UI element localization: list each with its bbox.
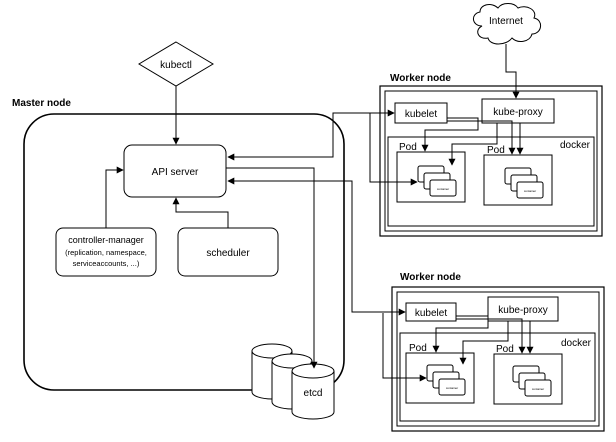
api-server-label: API server xyxy=(152,167,199,178)
internet-label: Internet xyxy=(489,16,523,27)
master-connectors xyxy=(105,86,318,369)
worker-2-connectors xyxy=(382,313,534,382)
worker-node-1-title: Worker node xyxy=(390,73,451,84)
kubectl-label: kubectl xyxy=(160,60,192,71)
worker-2-pod-2-container-label: container xyxy=(532,387,544,391)
controller-manager-label: controller-manager xyxy=(68,235,144,245)
controller-manager-detail-2: serviceaccounts, ...) xyxy=(73,259,140,268)
api-kubelet-connectors xyxy=(227,109,406,316)
worker-1-kubelet-label: kubelet xyxy=(405,109,437,120)
scheduler-label: scheduler xyxy=(206,248,250,259)
worker-2-kube-proxy-label: kube-proxy xyxy=(498,305,547,316)
worker-2-pod-2-containers: container xyxy=(512,365,552,397)
worker-2-pod-1-label: Pod xyxy=(409,343,427,354)
worker-1-pod-2-containers: container xyxy=(504,167,544,199)
etcd-cylinders xyxy=(251,343,335,420)
worker-1-kube-proxy-label: kube-proxy xyxy=(493,107,542,118)
worker-1-docker-label: docker xyxy=(560,140,591,151)
worker-2-pod-2-label: Pod xyxy=(496,344,514,355)
controller-manager-detail-1: (replication, namespace, xyxy=(65,248,147,257)
worker-1-kube-proxy-box xyxy=(481,98,555,124)
etcd-label: etcd xyxy=(304,388,323,399)
worker-1-pod-1-container-label: container xyxy=(437,187,449,191)
internet-cloud: Internet xyxy=(473,3,541,45)
worker-node-2-title: Worker node xyxy=(400,272,461,283)
worker-1-kubelet-box xyxy=(394,102,448,124)
worker-2-pod-1-containers: container xyxy=(426,364,466,396)
worker-1-pod-1-containers: container xyxy=(417,165,457,197)
master-node-title: Master node xyxy=(12,98,71,109)
kubectl-node: kubectl xyxy=(138,41,214,87)
worker-2-kubelet-label: kubelet xyxy=(415,308,447,319)
worker-1-pod-1-label: Pod xyxy=(399,142,417,153)
worker-2-pod-1-container-label: container xyxy=(446,386,458,390)
worker-2-docker-label: docker xyxy=(561,338,592,349)
worker-2-kubelet-box xyxy=(405,302,457,322)
worker-1-pod-2-container-label: container xyxy=(524,189,536,193)
worker-1-pod-2-label: Pod xyxy=(487,145,505,156)
api-server-box xyxy=(123,144,227,198)
worker-2-kube-proxy-box xyxy=(487,296,559,322)
